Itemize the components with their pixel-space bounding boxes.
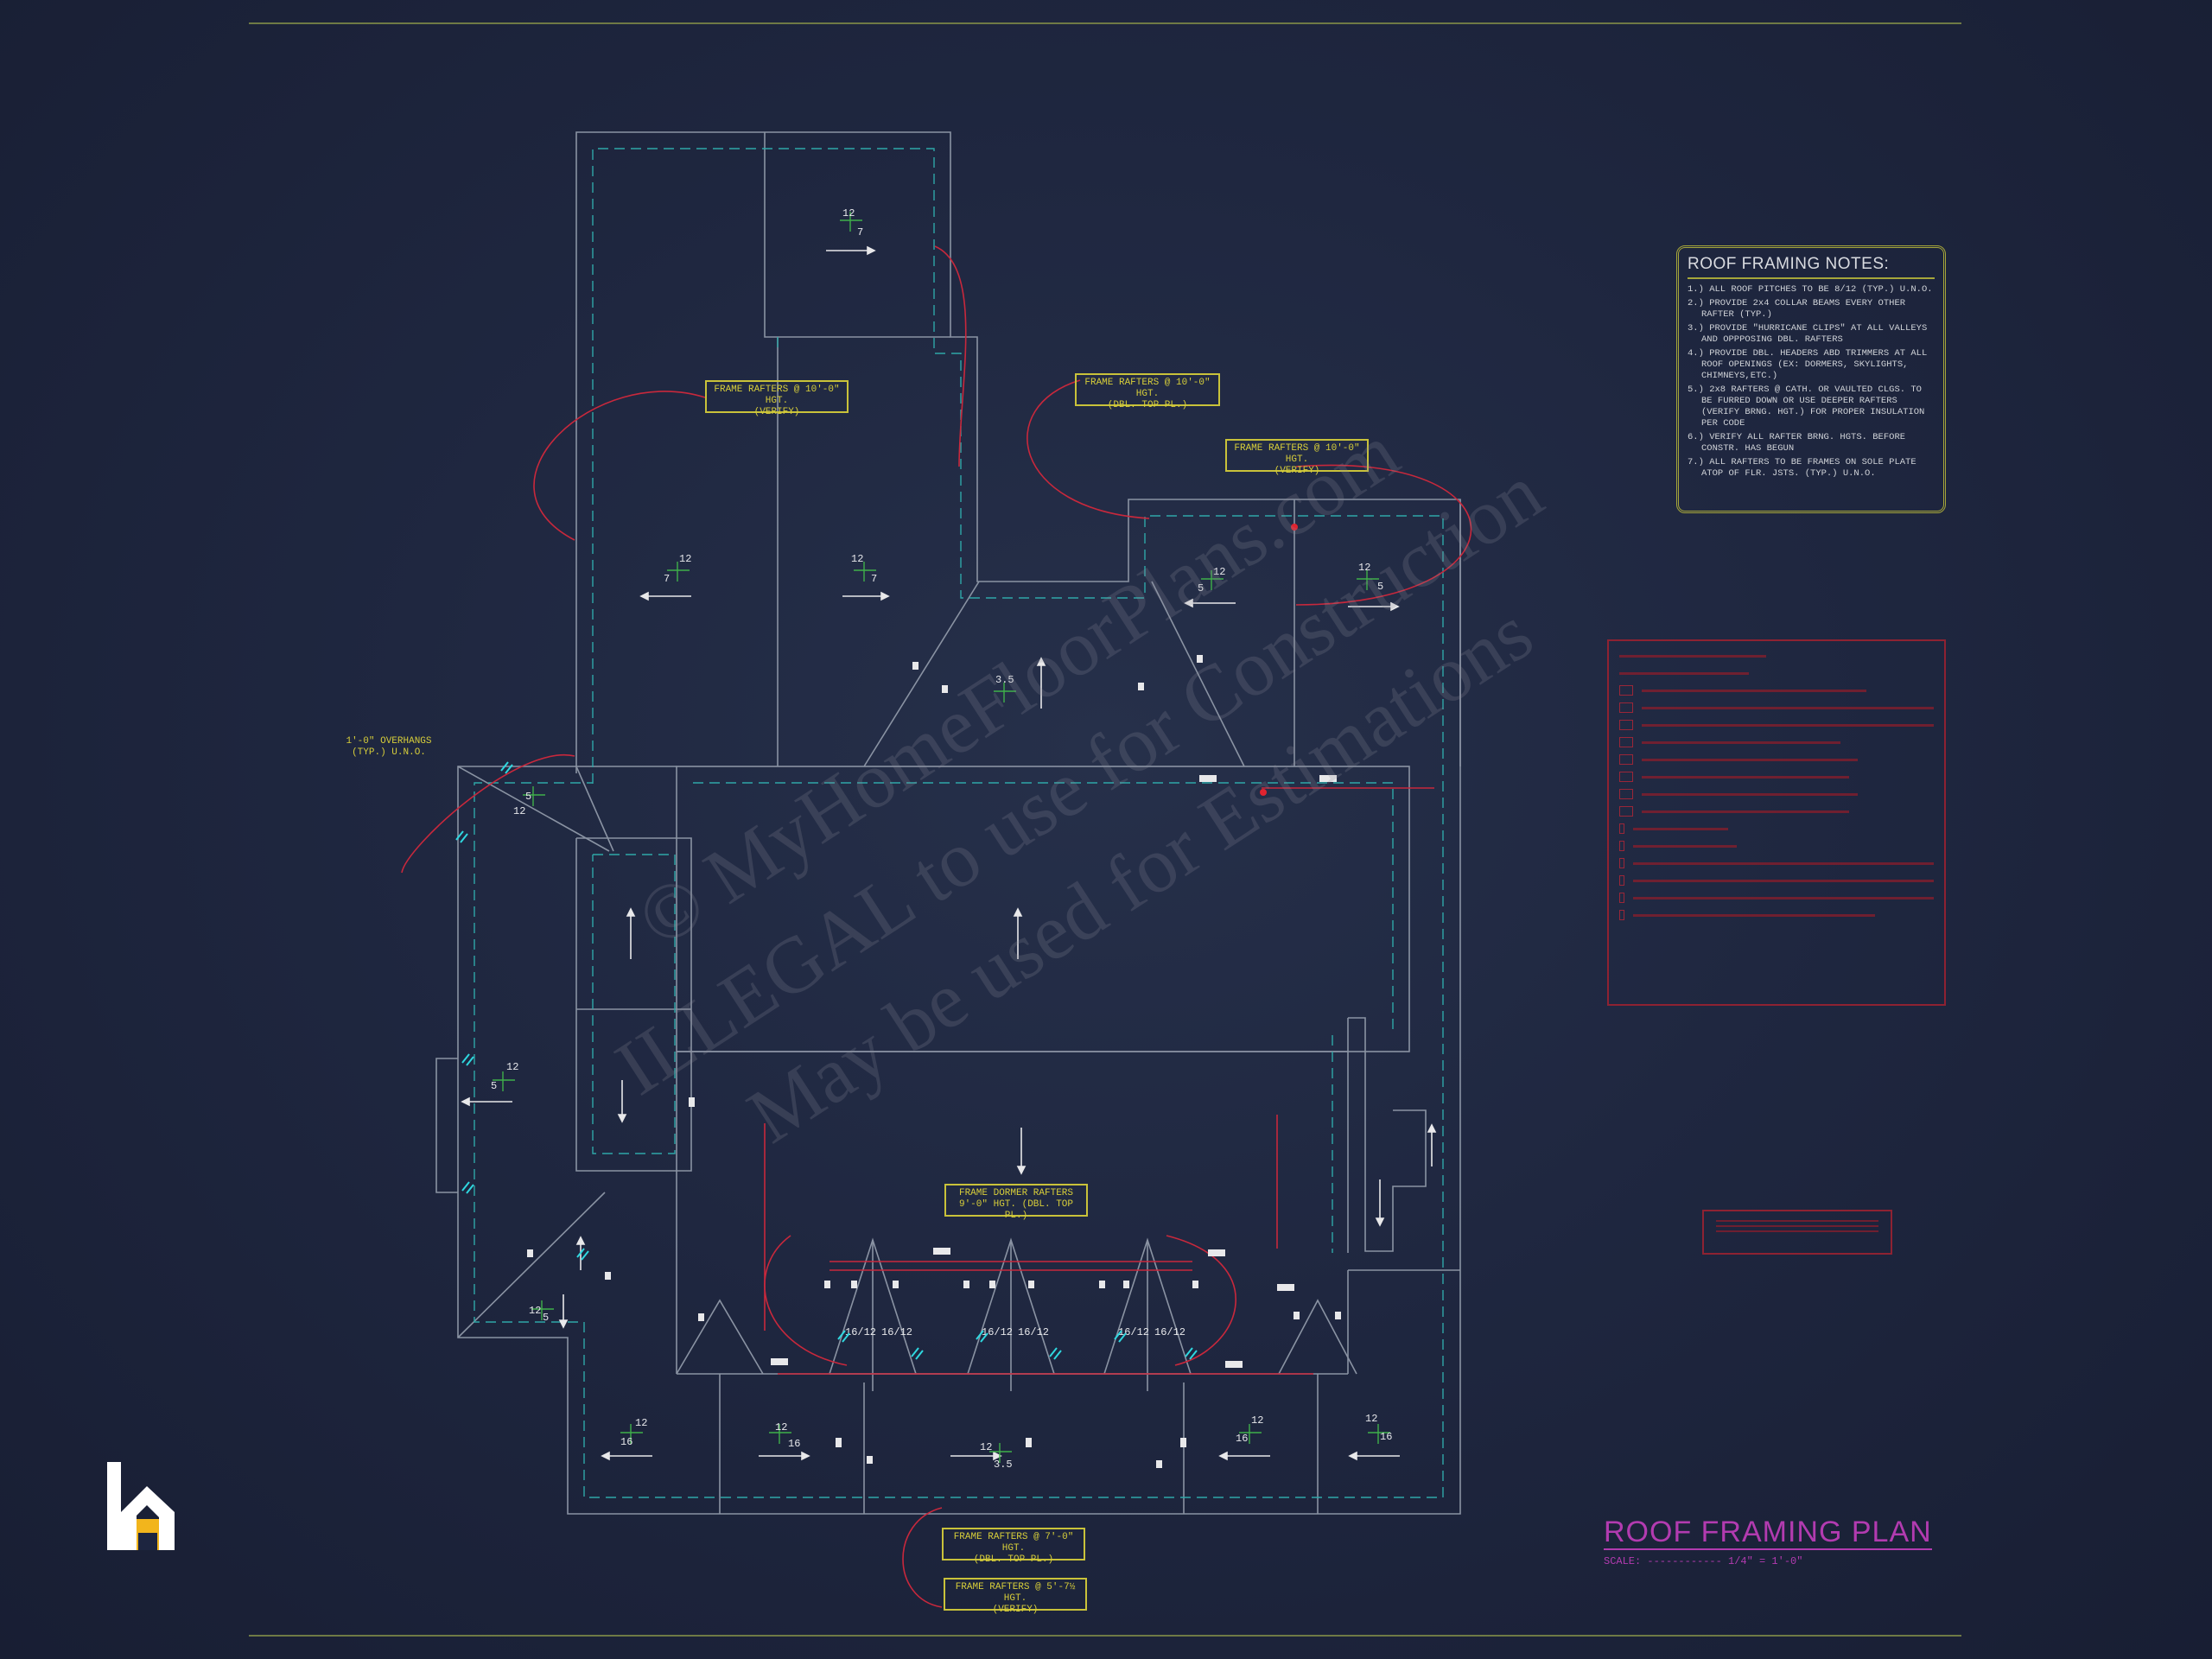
pitch-label: 16/12: [1018, 1326, 1049, 1338]
red-dots: [1260, 524, 1298, 796]
callout-rafters-10ft-dbl-top: FRAME RAFTERS @ 10'-0" HGT. (DBL. TOP PL…: [1075, 373, 1220, 410]
marker-squares: [527, 655, 1341, 1468]
legend-row: [1619, 909, 1934, 921]
legend-row: [1619, 667, 1934, 679]
note-item: 5.) 2x8 RAFTERS @ CATH. OR VAULTED CLGS.…: [1688, 385, 1925, 429]
note-item: 3.) PROVIDE "HURRICANE CLIPS" AT ALL VAL…: [1688, 323, 1928, 345]
callout-rafters-10ft-verify-right: FRAME RAFTERS @ 10'-0" HGT. (VERIFY): [1225, 439, 1369, 476]
pitch-label: 5: [543, 1312, 549, 1324]
label-overhangs: 1'-0" OVERHANGS (TYP.) U.N.O.: [346, 736, 432, 758]
pitch-label: 16/12: [845, 1326, 876, 1338]
callout-rafters-7ft: FRAME RAFTERS @ 7'-0" HGT. (DBL. TOP PL.…: [942, 1528, 1085, 1565]
direction-arrows: [461, 245, 1437, 1461]
pitch-label: 16: [788, 1438, 800, 1450]
plan-title: ROOF FRAMING PLAN: [1604, 1516, 1932, 1550]
pitch-label: 12: [529, 1305, 541, 1317]
pitch-labels: 12 7 12 7 12 7 12 5 12 5 3.5 12 5 5 12 1…: [491, 207, 1392, 1471]
pitch-label: 12: [980, 1441, 992, 1453]
legend-row: [1619, 857, 1934, 869]
framing-legend: [1607, 639, 1946, 1006]
pitch-label: 16/12: [881, 1326, 912, 1338]
refer-line: [1716, 1225, 1878, 1227]
note-item: 1.) ALL ROOF PITCHES TO BE 8/12 (TYP.) U…: [1688, 284, 1933, 295]
pitch-label: 7: [664, 573, 670, 585]
bottom-border-line: [249, 1635, 1961, 1637]
legend-row: [1619, 753, 1934, 766]
legend-row: [1619, 736, 1934, 748]
roof-framing-notes: ROOF FRAMING NOTES: 1.) ALL ROOF PITCHES…: [1676, 245, 1946, 513]
pitch-label: 3.5: [995, 674, 1014, 686]
pitch-label: 12: [513, 805, 525, 817]
refer-to-details-box: [1702, 1210, 1892, 1255]
legend-row: [1619, 771, 1934, 783]
pitch-label: 12: [851, 553, 863, 565]
note-item: 6.) VERIFY ALL RAFTER BRNG. HGTS. BEFORE…: [1688, 432, 1906, 454]
pitch-label: 5: [491, 1080, 497, 1092]
note-item: 4.) PROVIDE DBL. HEADERS ABD TRIMMERS AT…: [1688, 348, 1928, 381]
red-framing-members: [401, 245, 1472, 1608]
pitch-label: 16: [620, 1436, 632, 1448]
legend-row: [1619, 650, 1934, 662]
pitch-label: 7: [871, 573, 877, 585]
refer-line: [1716, 1230, 1878, 1232]
pitch-label: 5: [1377, 581, 1383, 593]
pitch-label: 16/12: [982, 1326, 1013, 1338]
legend-row: [1619, 702, 1934, 714]
overhang-line: [474, 148, 1444, 1498]
pitch-label: 12: [506, 1061, 518, 1073]
legend-row: [1619, 823, 1934, 835]
pitch-label: 5: [525, 791, 531, 803]
notes-title: ROOF FRAMING NOTES:: [1688, 255, 1935, 279]
note-item: 2.) PROVIDE 2x4 COLLAR BEAMS EVERY OTHER…: [1688, 298, 1906, 320]
legend-row: [1619, 840, 1934, 852]
callout-rafters-5ft7: FRAME RAFTERS @ 5'-7½ HGT. (VERIFY): [944, 1578, 1087, 1615]
pitch-label: 12: [635, 1417, 647, 1429]
pitch-label: 12: [1365, 1413, 1377, 1425]
refer-line: [1716, 1220, 1878, 1222]
note-item: 7.) ALL RAFTERS TO BE FRAMES ON SOLE PLA…: [1688, 457, 1916, 479]
legend-row: [1619, 805, 1934, 817]
pitch-label: 12: [1251, 1414, 1263, 1427]
legend-row: [1619, 874, 1934, 887]
pitch-label: 12: [1358, 562, 1370, 574]
pitch-label: 16: [1380, 1431, 1392, 1443]
brand-logo-icon: [107, 1462, 175, 1550]
hurricane-clip-marks: [455, 761, 1198, 1360]
pitch-label: 7: [857, 226, 863, 238]
legend-row: [1619, 892, 1934, 904]
pitch-symbols: [493, 212, 1390, 1463]
roof-outline: [435, 131, 1461, 1515]
pitch-label: 5: [1198, 582, 1204, 594]
pitch-label: 12: [679, 553, 691, 565]
legend-row: [1619, 684, 1934, 696]
callout-dormer-rafters: FRAME DORMER RAFTERS 9'-0" HGT. (DBL. TO…: [944, 1184, 1088, 1221]
callout-rafters-10ft-verify: FRAME RAFTERS @ 10'-0" HGT. (VERIFY): [705, 380, 849, 417]
pitch-label: 16/12: [1154, 1326, 1185, 1338]
pitch-label: 3.5: [994, 1459, 1013, 1471]
top-border-line: [249, 22, 1961, 24]
pitch-label: 16: [1236, 1433, 1248, 1445]
legend-row: [1619, 788, 1934, 800]
pitch-label: 12: [1213, 566, 1225, 578]
pitch-label: 16/12: [1118, 1326, 1149, 1338]
legend-row: [1619, 719, 1934, 731]
pitch-label: 12: [842, 207, 855, 219]
plan-scale: SCALE: ------------ 1/4" = 1'-0": [1604, 1555, 1803, 1567]
pitch-label: 12: [775, 1421, 787, 1433]
